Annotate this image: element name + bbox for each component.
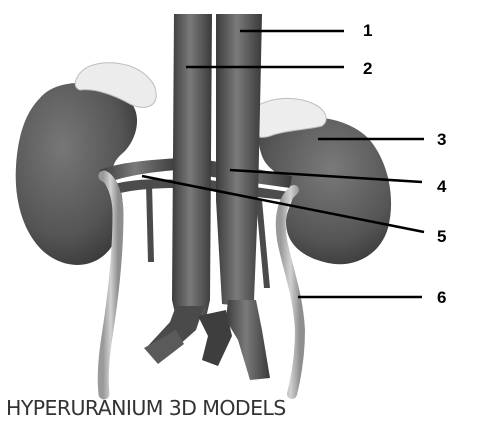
left-gonadal-vessel <box>146 184 154 262</box>
right-gonadal-vessel <box>256 200 270 288</box>
right-common-iliac <box>226 300 270 380</box>
abdominal-aorta <box>216 14 262 306</box>
label-4: 4 <box>437 178 446 195</box>
model-credit-caption: HYPERURANIUM 3D MODELS <box>6 398 286 419</box>
label-6: 6 <box>437 289 446 306</box>
label-5: 5 <box>437 228 446 245</box>
inferior-vena-cava <box>172 14 212 318</box>
label-2: 2 <box>363 60 372 77</box>
label-3: 3 <box>437 131 446 148</box>
label-1: 1 <box>363 22 372 39</box>
